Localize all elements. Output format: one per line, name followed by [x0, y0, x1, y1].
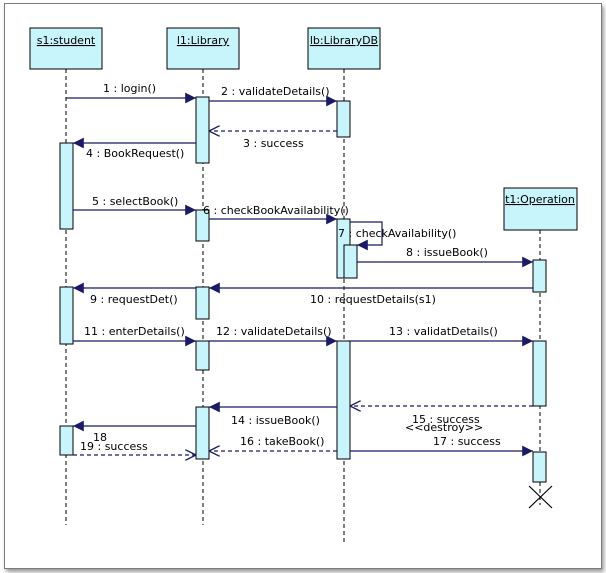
activation-l1-4	[195, 340, 210, 371]
activation-l1-2	[195, 209, 210, 242]
message-12-label: 12 : validateDetails()	[216, 325, 332, 338]
lifeline-t1-header[interactable]: t1:Operation	[503, 187, 578, 231]
lifeline-l1-header[interactable]: l1:Library	[166, 27, 240, 70]
lifeline-l1-label: l1:Library	[177, 34, 230, 47]
message-17-label: 16 : takeBook()	[240, 435, 324, 448]
activation-t1-1	[532, 259, 547, 293]
message-7-arrow[interactable]	[350, 221, 383, 251]
activation-lb-3	[336, 340, 351, 460]
message-8-label: 8 : issueBook()	[406, 246, 488, 259]
message-19-label: 19 : success	[80, 440, 148, 453]
message-9-label: 9 : requestDet()	[90, 293, 178, 306]
message-16-label: 18	[93, 431, 107, 444]
message-15-stereotype: <<destroy>>	[405, 421, 483, 434]
message-2-label: 2 : validateDetails()	[221, 85, 330, 98]
message-18-label: 17 : success	[433, 435, 501, 448]
activation-t1-3	[532, 451, 547, 483]
lifeline-s1-label: s1:student	[37, 34, 96, 47]
message-3-label: 3 : success	[243, 137, 304, 150]
message-14-label: 14 : issueBook()	[231, 414, 320, 427]
activation-l1-3	[195, 286, 210, 320]
activation-s1-1	[59, 142, 74, 230]
message-5-label: 5 : selectBook()	[92, 195, 178, 208]
message-6-label: 6 : checkBookAvailability()	[203, 204, 349, 217]
destroy-marker	[528, 485, 553, 509]
activation-t1-2	[532, 340, 547, 407]
activation-l1-1	[195, 96, 210, 164]
diagram-frame	[4, 3, 602, 569]
activation-lb-1	[336, 100, 351, 138]
message-4-label: 4 : BookRequest()	[86, 147, 184, 160]
lifeline-s1-header[interactable]: s1:student	[29, 27, 103, 70]
message-11-label: 11 : enterDetails()	[84, 325, 185, 338]
activation-l1-5	[195, 406, 210, 460]
message-1-label: 1 : login()	[103, 82, 156, 95]
message-13-label: 13 : validatDetails()	[389, 325, 498, 338]
lifeline-lb-header[interactable]: lb:LibraryDB	[307, 27, 381, 70]
lifeline-t1-label: t1:Operation	[505, 193, 575, 206]
message-15-label: 15 : success	[412, 413, 480, 426]
activation-s1-3	[59, 425, 74, 456]
message-7-label: 7 : checkAvailability()	[338, 227, 456, 240]
message-10-label: 10 : requestDetails(s1)	[310, 293, 436, 306]
activation-lb-nested	[343, 244, 358, 279]
activation-s1-2	[59, 286, 74, 345]
lifeline-lb-label: lb:LibraryDB	[310, 34, 378, 47]
